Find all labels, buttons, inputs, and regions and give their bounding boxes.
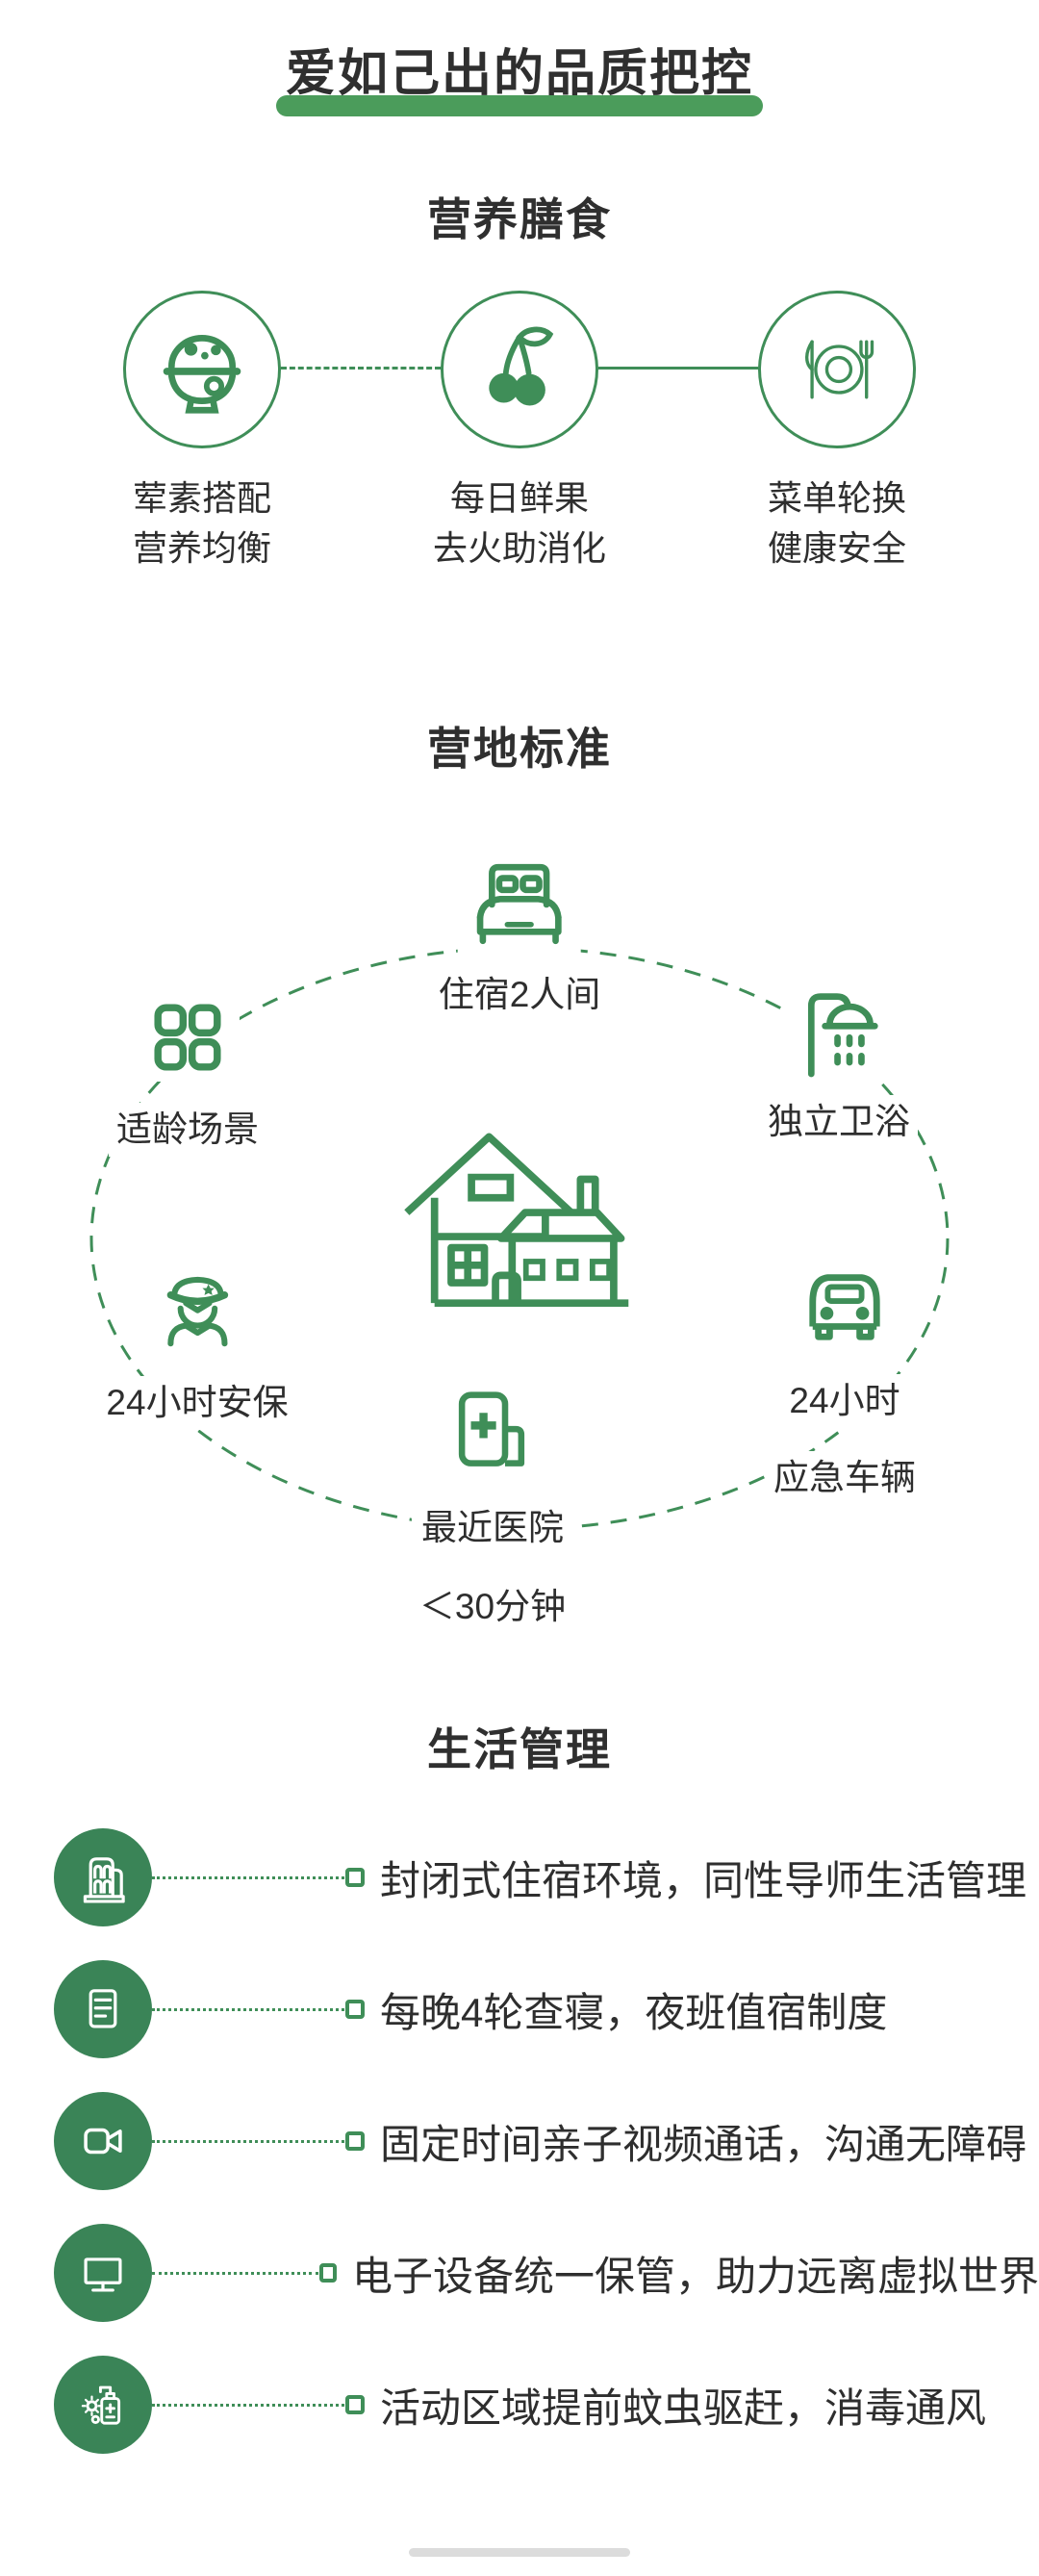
- list-item: 电子设备统一保管，助力远离虚拟世界: [54, 2224, 1039, 2322]
- house-icon: [388, 1118, 651, 1311]
- page-title: 爱如己出的品质把控: [275, 33, 763, 116]
- cherry-icon: [441, 291, 598, 448]
- camp-label: 住宿2人间: [430, 968, 609, 1022]
- page-title-wrap: 爱如己出的品质把控: [0, 33, 1039, 116]
- dormitory-icon: [54, 1828, 152, 1926]
- nutrition-label: 荤素搭配 营养均衡: [132, 478, 271, 568]
- nutrition-item: 荤素搭配 营养均衡: [43, 291, 361, 574]
- square-marker: [318, 2263, 337, 2283]
- nutrition-heading: 营养膳食: [427, 194, 612, 244]
- camp-label: 24小时安保: [98, 1376, 296, 1430]
- camp-node-grid: 适龄场景: [109, 993, 266, 1157]
- management-list: 封闭式住宿环境，同性导师生活管理 每晚4轮查寝，夜班值宿制度: [54, 1828, 1039, 2487]
- camp-node-hospital: 最近医院 ＜30分钟: [411, 1386, 574, 1634]
- list-item: 每晚4轮查寝，夜班值宿制度: [54, 1960, 1039, 2058]
- dotted-leader: [152, 1875, 344, 1879]
- nutrition-row: 荤素搭配 营养均衡 每日鲜果 去火助消化: [0, 291, 1039, 574]
- list-item-text: 电子设备统一保管，助力远离虚拟世界: [351, 2253, 1039, 2299]
- nutrition-label: 每日鲜果 去火助消化: [432, 478, 606, 568]
- checklist-icon: [54, 1960, 152, 2058]
- camp-node-bed: 住宿2人间: [430, 856, 609, 1022]
- title-highlight-bar: [275, 95, 763, 116]
- camp-label: ＜30分钟: [411, 1580, 574, 1634]
- nutrition-item: 菜单轮换 健康安全: [678, 291, 996, 574]
- monitor-icon: [54, 2224, 152, 2322]
- dotted-leader: [152, 2403, 344, 2407]
- square-marker: [345, 2000, 365, 2019]
- video-camera-icon: [54, 2092, 152, 2190]
- double-bed-icon: [457, 856, 581, 953]
- square-marker: [345, 1868, 365, 1887]
- sanitizer-icon: [54, 2356, 152, 2454]
- nutrition-label: 菜单轮换 健康安全: [767, 478, 906, 568]
- camp-label: 独立卫浴: [760, 1095, 918, 1149]
- list-item-text: 每晚4轮查寝，夜班值宿制度: [380, 1989, 888, 2035]
- list-item: 活动区域提前蚊虫驱赶，消毒通风: [54, 2356, 1039, 2454]
- dotted-leader: [152, 2271, 318, 2275]
- grid-icon: [136, 993, 240, 1082]
- bottom-indicator: [409, 2548, 630, 2557]
- shower-icon: [785, 982, 893, 1082]
- camp-label: 最近医院: [411, 1501, 574, 1555]
- list-item-text: 固定时间亲子视频通话，沟通无障碍: [380, 2121, 1027, 2167]
- camp-node-shower: 独立卫浴: [760, 982, 918, 1149]
- square-marker: [345, 2395, 365, 2414]
- management-heading: 生活管理: [427, 1724, 612, 1774]
- rice-bowl-icon: [123, 291, 281, 448]
- square-marker: [345, 2131, 365, 2151]
- camp-diagram: 住宿2人间 适龄场景: [0, 808, 1039, 1722]
- list-item: 固定时间亲子视频通话，沟通无障碍: [54, 2092, 1039, 2190]
- dashed-connector: [281, 367, 441, 370]
- solid-connector: [598, 367, 758, 370]
- car-icon: [788, 1261, 901, 1351]
- nutrition-item: 每日鲜果 去火助消化: [361, 291, 678, 574]
- list-item: 封闭式住宿环境，同性导师生活管理: [54, 1828, 1039, 1926]
- camp-label: 24小时: [766, 1374, 924, 1428]
- dotted-leader: [152, 2139, 344, 2143]
- camp-label: 适龄场景: [109, 1103, 266, 1157]
- camp-label: 应急车辆: [766, 1451, 924, 1505]
- list-item-text: 封闭式住宿环境，同性导师生活管理: [380, 1857, 1027, 1903]
- camp-node-car: 24小时 应急车辆: [766, 1261, 924, 1505]
- camp-heading: 营地标准: [427, 724, 612, 774]
- house-illustration: [388, 1118, 651, 1311]
- list-item-text: 活动区域提前蚊虫驱赶，消毒通风: [380, 2385, 987, 2431]
- hospital-icon: [443, 1386, 543, 1476]
- camp-node-guard: 24小时安保: [98, 1261, 296, 1430]
- dotted-leader: [152, 2007, 344, 2011]
- guard-icon: [144, 1261, 250, 1351]
- plate-cutlery-icon: [758, 291, 916, 448]
